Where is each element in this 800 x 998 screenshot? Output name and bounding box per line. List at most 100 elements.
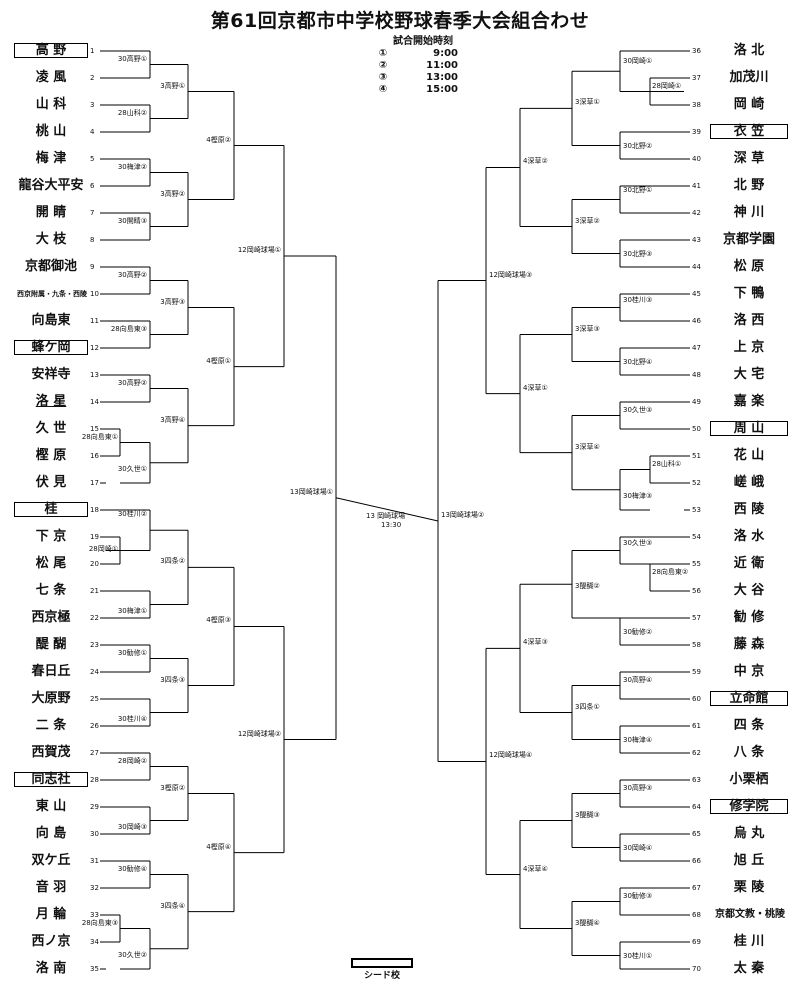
seed-number: 43 xyxy=(692,236,701,244)
seed-number: 31 xyxy=(90,857,99,865)
team-name-right: 烏 丸 xyxy=(733,826,765,841)
seed-number: 54 xyxy=(692,533,701,541)
team-name-right: 洛 水 xyxy=(733,529,765,544)
seed-number: 48 xyxy=(692,371,701,379)
team-name-right: 衣 笠 xyxy=(710,124,788,139)
team-name-left: 梅 津 xyxy=(35,151,67,166)
match-label: 30北野② xyxy=(623,141,653,150)
match-label: 30久世② xyxy=(117,950,147,959)
seed-number: 20 xyxy=(90,560,99,568)
team-name-right: 勧 修 xyxy=(733,610,765,625)
seed-number: 8 xyxy=(90,236,95,244)
seed-number: 51 xyxy=(692,452,701,460)
team-name-left: 同志社 xyxy=(14,772,88,787)
seed-number: 61 xyxy=(692,722,701,730)
team-name-right: 修学院 xyxy=(710,799,788,814)
match-label: 30開睛③ xyxy=(117,216,147,225)
seed-number: 17 xyxy=(90,479,99,487)
seed-legend-label: シード校 xyxy=(363,971,400,981)
match-label: 28岡崎② xyxy=(117,756,147,765)
team-name-left: 向 島 xyxy=(35,826,67,841)
seed-number: 52 xyxy=(692,479,701,487)
seed-number: 9 xyxy=(90,263,95,271)
seed-number: 70 xyxy=(692,965,701,973)
team-name-left: 大 枝 xyxy=(35,232,67,247)
match-label: 30久世① xyxy=(117,464,147,473)
match-label: 30高野① xyxy=(117,54,147,63)
team-name-left: 凌 風 xyxy=(35,70,67,85)
team-name-right: 中 京 xyxy=(733,664,765,679)
match-label: 13岡崎球場① xyxy=(289,487,333,496)
match-label: 30高野③ xyxy=(623,783,653,792)
seed-number: 32 xyxy=(90,884,99,892)
match-label: 30桂川③ xyxy=(623,295,653,304)
team-name-right: 嘉 楽 xyxy=(733,394,765,409)
team-name-right: 岡 崎 xyxy=(733,97,765,112)
team-name-left: 洛 南 xyxy=(35,961,67,976)
team-name-left: 七 条 xyxy=(35,583,67,598)
match-label: 4樫原① xyxy=(206,356,231,365)
seed-number: 62 xyxy=(692,749,701,757)
match-label: 3高野① xyxy=(160,81,185,90)
seed-number: 6 xyxy=(90,182,95,190)
seed-number: 19 xyxy=(90,533,99,541)
seed-number: 10 xyxy=(90,290,99,298)
seed-number: 34 xyxy=(90,938,99,946)
match-label: 30勧修③ xyxy=(623,891,653,900)
match-label: 3四条① xyxy=(575,702,600,711)
seed-number: 4 xyxy=(90,128,95,136)
match-label: 28岡崎① xyxy=(652,81,682,90)
seed-number: 47 xyxy=(692,344,701,352)
schedule-mark: ④ xyxy=(378,84,388,95)
match-label: 4深草③ xyxy=(523,638,548,647)
team-name-right: 西 陵 xyxy=(733,502,765,517)
match-label: 3高野③ xyxy=(160,297,185,306)
match-label: 30梅津④ xyxy=(623,735,653,744)
team-name-left: 音 羽 xyxy=(35,880,67,895)
seed-number: 63 xyxy=(692,776,701,784)
seed-number: 26 xyxy=(90,722,99,730)
schedule-mark: ① xyxy=(378,48,388,59)
match-label: 3深草② xyxy=(575,216,600,225)
match-label: 3樫原② xyxy=(160,783,185,792)
match-label: 13:30 xyxy=(381,520,402,529)
team-name-left: 安祥寺 xyxy=(31,367,71,382)
match-label: 28山科① xyxy=(652,459,682,468)
match-label: 4深草② xyxy=(523,157,548,166)
match-label: 28山科② xyxy=(117,108,147,117)
match-label: 30勧修① xyxy=(117,648,147,657)
seed-number: 27 xyxy=(90,749,99,757)
match-label: 30桂川④ xyxy=(117,714,147,723)
seed-number: 57 xyxy=(692,614,701,622)
team-name-left: 久 世 xyxy=(35,421,67,436)
match-label: 28向島東③ xyxy=(110,324,147,333)
schedule-heading: 試合開始時刻 xyxy=(393,36,453,47)
team-name-right: 松 原 xyxy=(733,259,765,274)
match-label: 3醍醐② xyxy=(575,582,600,591)
match-label: 28向島東① xyxy=(81,432,118,441)
match-label: 30高野④ xyxy=(623,675,653,684)
match-label: 28岡崎① xyxy=(88,544,118,553)
team-name-left: 桃 山 xyxy=(35,124,67,139)
seed-number: 56 xyxy=(692,587,701,595)
match-label: 30岡崎③ xyxy=(117,822,147,831)
seed-number: 2 xyxy=(90,74,95,82)
seed-number: 35 xyxy=(90,965,99,973)
match-label: 12岡崎球場① xyxy=(237,246,281,255)
match-label: 30北野③ xyxy=(623,249,653,258)
team-name-left: 京都御池 xyxy=(24,259,77,274)
seed-number: 49 xyxy=(692,398,701,406)
team-name-right: 深 草 xyxy=(733,151,765,166)
match-label: 30桂川① xyxy=(623,951,653,960)
seed-number: 60 xyxy=(692,695,701,703)
seed-number: 33 xyxy=(90,911,99,919)
seed-number: 25 xyxy=(90,695,99,703)
team-name-right: 上 京 xyxy=(733,340,765,355)
match-label: 4深草① xyxy=(523,383,548,392)
match-label: 30岡崎① xyxy=(623,57,653,66)
seed-number: 40 xyxy=(692,155,701,163)
seed-number: 14 xyxy=(90,398,99,406)
match-label: 3醍醐④ xyxy=(575,918,600,927)
